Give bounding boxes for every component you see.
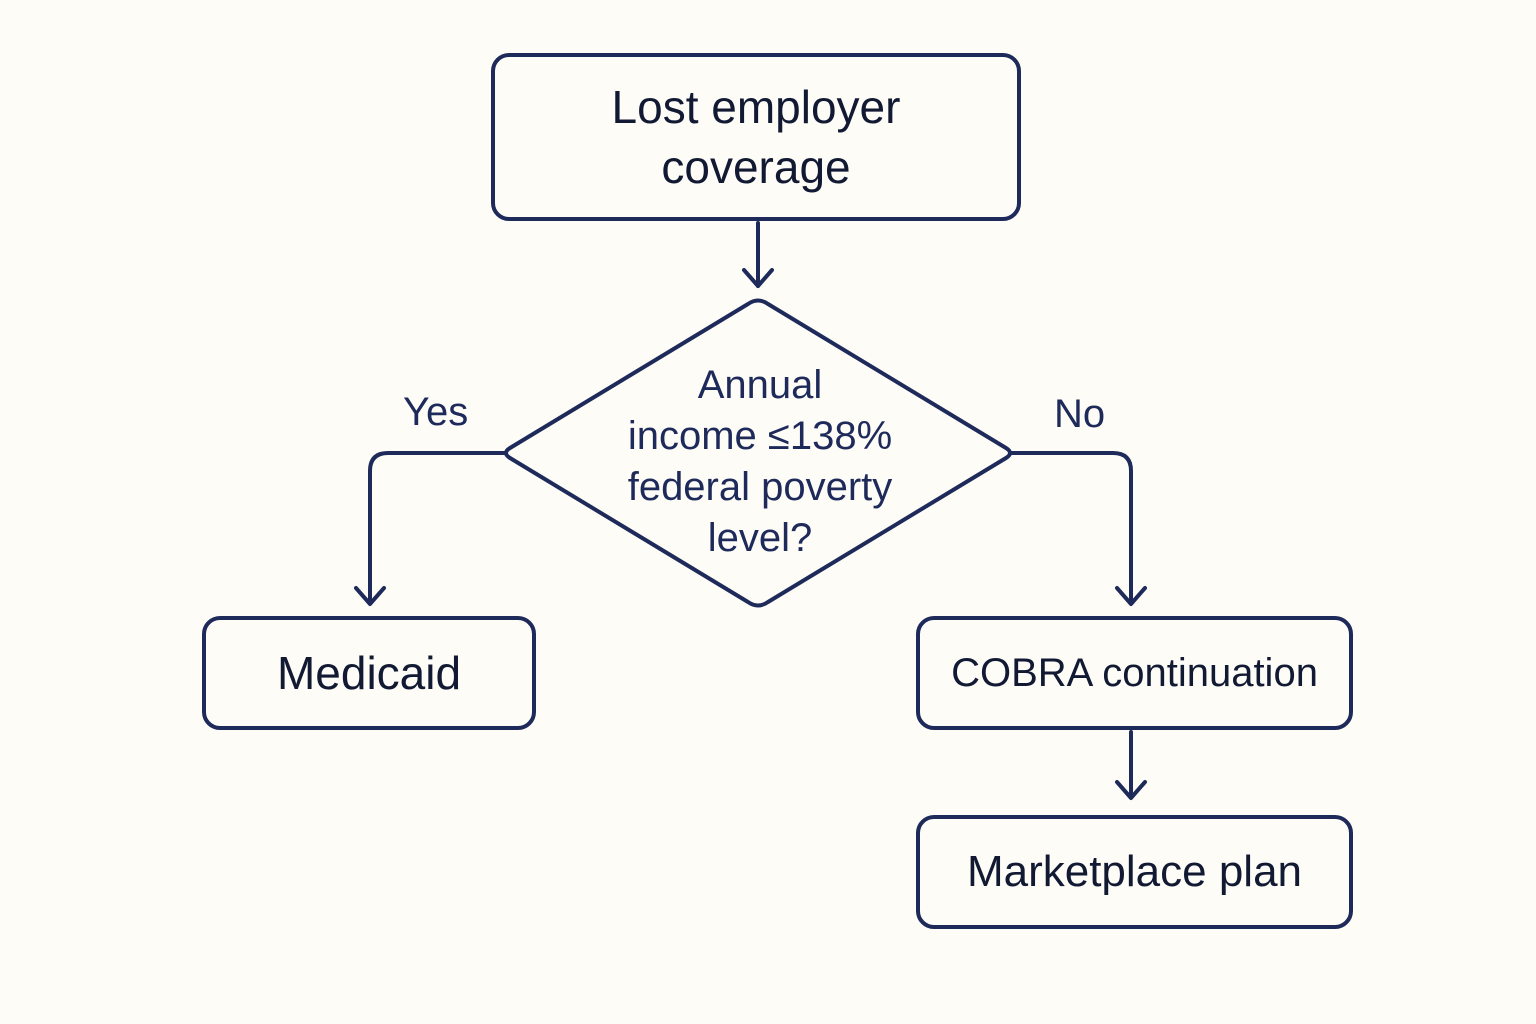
cobra-label: COBRA continuation xyxy=(951,650,1318,695)
start-node-lost-employer-coverage: Lost employer coverage xyxy=(491,53,1021,221)
marketplace-plan-node: Marketplace plan xyxy=(916,815,1353,929)
medicaid-node: Medicaid xyxy=(202,616,536,730)
edge-decision-to-medicaid xyxy=(368,451,506,604)
start-node-line-2: coverage xyxy=(661,141,851,193)
marketplace-label: Marketplace plan xyxy=(966,847,1303,896)
arrowhead-marketplace xyxy=(1115,780,1147,800)
start-node-line-1: Lost employer xyxy=(611,81,901,133)
decision-line-3: federal poverty xyxy=(627,465,893,509)
medicaid-label: Medicaid xyxy=(276,647,462,699)
decision-line-1: Annual xyxy=(697,363,823,407)
decision-node-income-question: Annual income ≤138% federal poverty leve… xyxy=(590,360,930,564)
yes-branch-label: Yes xyxy=(403,390,469,434)
decision-diamond xyxy=(504,298,1012,608)
arrowhead-start-to-decision xyxy=(742,268,774,288)
decision-line-2: income ≤138% xyxy=(627,414,893,458)
arrowhead-medicaid xyxy=(354,586,386,606)
edge-decision-to-cobra xyxy=(1010,451,1133,604)
decision-line-4: level? xyxy=(707,516,813,560)
arrowhead-cobra xyxy=(1115,586,1147,606)
no-branch-label: No xyxy=(1054,392,1106,436)
cobra-continuation-node: COBRA continuation xyxy=(916,616,1353,730)
